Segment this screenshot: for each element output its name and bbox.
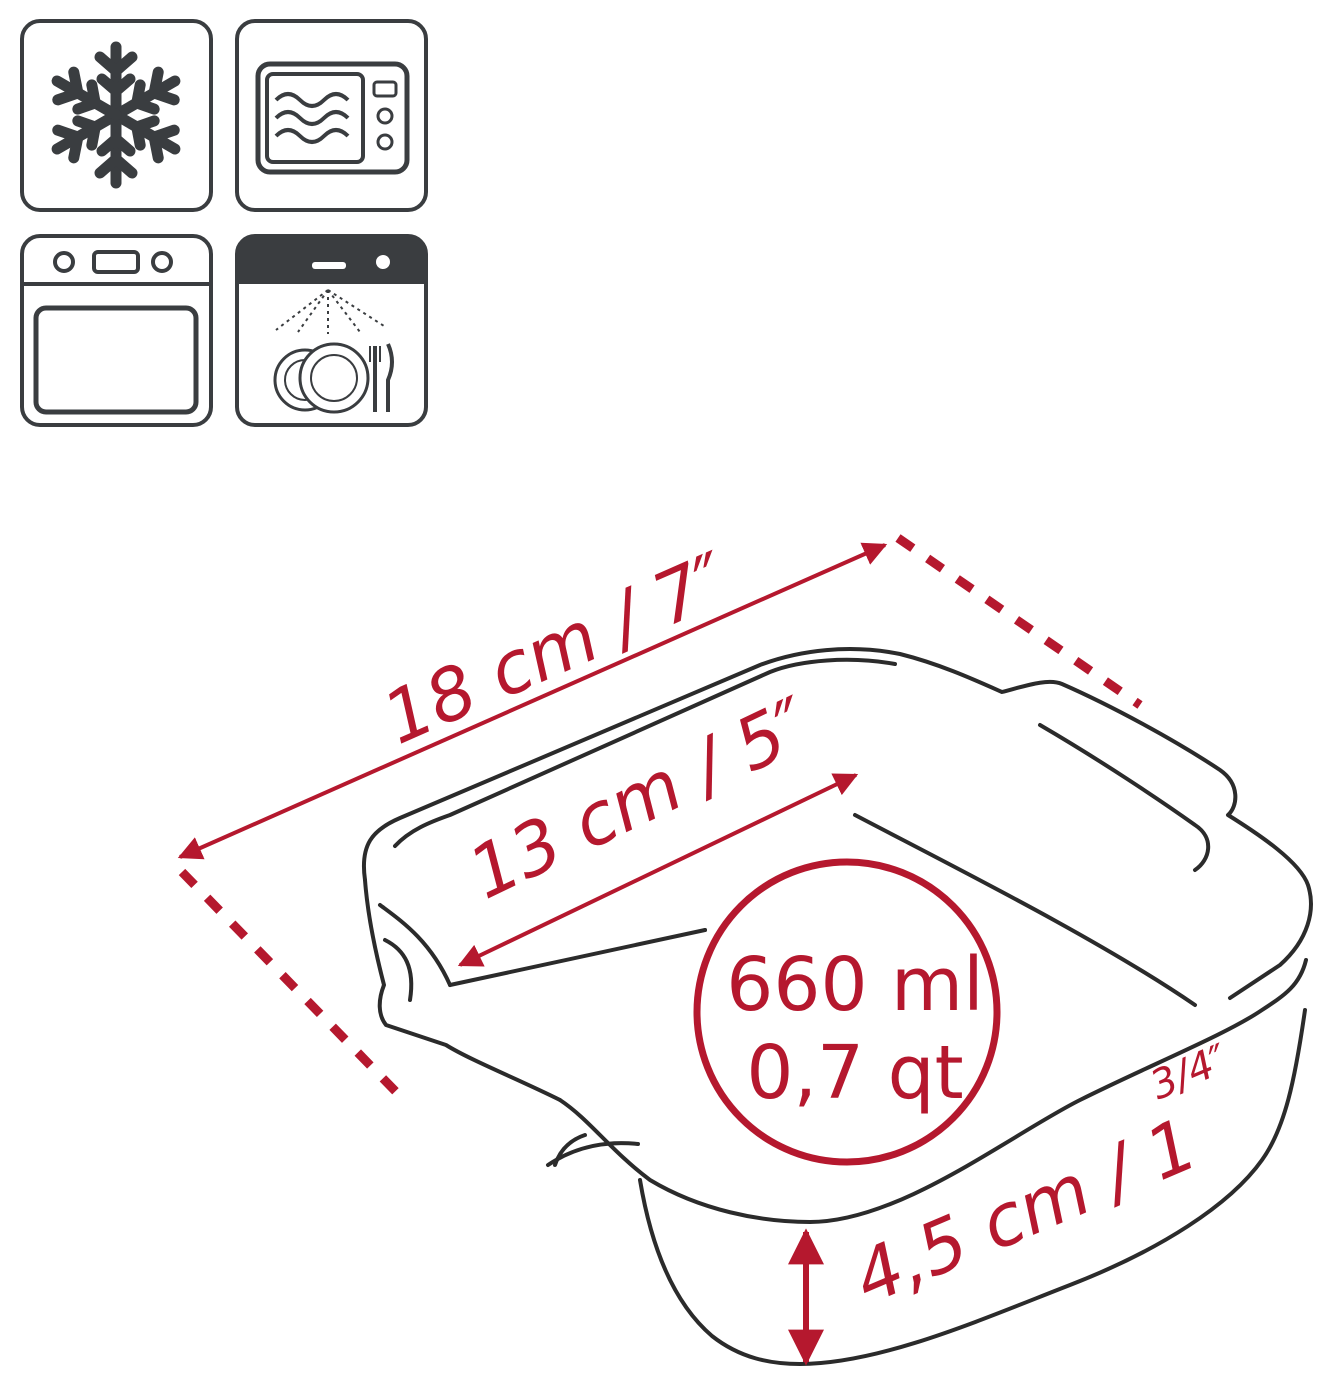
microwave-icon — [235, 19, 428, 212]
outer-width-dashed-left — [178, 868, 406, 1102]
snowflake-icon — [20, 19, 213, 212]
inner-length-arrow — [457, 773, 859, 967]
oven-icon — [20, 234, 213, 427]
outer-width-dashed-right — [895, 534, 1143, 709]
outer-length-label: 18 cm / 7″ — [371, 536, 741, 760]
height-fraction-label: 3/4″ — [1144, 1036, 1235, 1109]
capacity-badge: 660 ml 0,7 qt — [693, 858, 1001, 1166]
height-label: 4,5 cm / 1 — [842, 1102, 1209, 1321]
capacity-ml: 660 ml — [726, 942, 983, 1028]
dishwasher-icon — [235, 234, 428, 427]
outer-length-arrow — [177, 542, 888, 860]
capacity-qt: 0,7 qt — [746, 1030, 963, 1116]
